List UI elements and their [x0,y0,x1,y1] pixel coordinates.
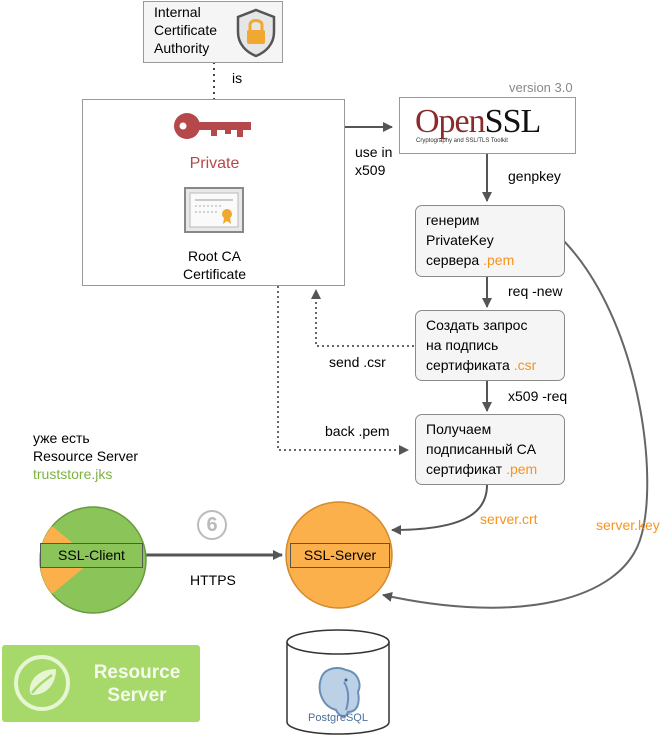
spring-resource-server-badge: Resource Server [2,645,200,722]
https-label: HTTPS [190,572,236,588]
ssl-client-label: SSL-Client [40,543,143,568]
note-line2: Resource Server [33,448,139,464]
pem-ext-signed: .pem [506,461,538,477]
step1-line3: сервера .pem [426,252,515,268]
shield-lock-icon [236,8,276,58]
signed-cert-box: Получаем подписанный CA сертификат .pem [415,414,565,485]
note-line1: уже есть [33,430,90,446]
postgresql-database-icon [286,629,390,735]
step2-line2: на подпись [426,337,499,353]
back-pem-arrow [277,286,409,455]
use-in-line2: x509 [355,162,386,178]
req-new-label: req -new [508,283,563,299]
version-label: version 3.0 [509,80,573,95]
certificate-icon [184,187,244,233]
step1-line1: генерим [426,212,480,228]
openssl-box: OpenSSL Cryptography and SSL/TLS Toolkit [399,97,576,154]
step1-line2: PrivateKey [426,232,494,248]
spring-line1: Resource [93,662,181,683]
server-key-label: server.key [596,517,660,533]
ca-line2: Certificate [154,22,218,38]
ca-box: Internal Certificate Authority [143,1,283,63]
openssl-logo-open: Open [415,103,486,140]
openssl-tagline: Cryptography and SSL/TLS Toolkit [416,138,508,144]
key-icon [174,113,251,139]
ca-line1: Internal [154,4,201,20]
root-ca-line2: Certificate [182,266,247,282]
truststore-label: truststore.jks [33,466,113,482]
send-csr-label: send .csr [329,354,386,370]
use-in-label: use in x509 [355,143,392,179]
ssl-server-label: SSL-Server [290,543,390,568]
create-csr-box: Создать запрос на подпись сертификата .c… [415,310,565,381]
step3-line2: подписанный CA [426,441,537,457]
step2-line1: Создать запрос [426,317,528,333]
step2-line3: сертификата .csr [426,357,537,373]
spring-label: Resource Server [82,661,192,707]
openssl-logo: OpenSSL [415,103,542,140]
root-ca-line1: Root CA [188,248,241,264]
back-pem-label: back .pem [325,423,390,439]
postgresql-label: PostgreSQL [308,712,368,724]
truststore-note: уже есть Resource Server truststore.jks [33,429,138,483]
csr-ext: .csr [513,357,537,373]
server-key-arrow [382,239,649,609]
private-label: Private [189,155,240,172]
step3-line1: Получаем [426,421,492,437]
elephant-icon [318,667,361,718]
spring-line2: Server [107,685,167,706]
root-ca-label: Root CA Certificate [83,247,346,283]
spring-leaf-icon [14,655,70,711]
use-in-line1: use in [355,144,393,160]
pem-ext: .pem [483,252,515,268]
ca-line3: Authority [154,40,210,56]
openssl-logo-ssl: SSL [484,103,542,140]
step-number-badge: 6 [197,510,227,540]
is-label: is [232,70,243,86]
server-crt-label: server.crt [480,511,538,527]
generate-key-box: генерим PrivateKey сервера .pem [415,205,565,277]
root-ca-box: Private Root CA Certificate [82,99,345,286]
genpkey-label: genpkey [508,168,561,184]
step3-line3: сертификат .pem [426,461,538,477]
send-csr-arrow [311,289,414,347]
server-crt-arrow [391,484,488,535]
x509-req-label: x509 -req [508,388,568,404]
